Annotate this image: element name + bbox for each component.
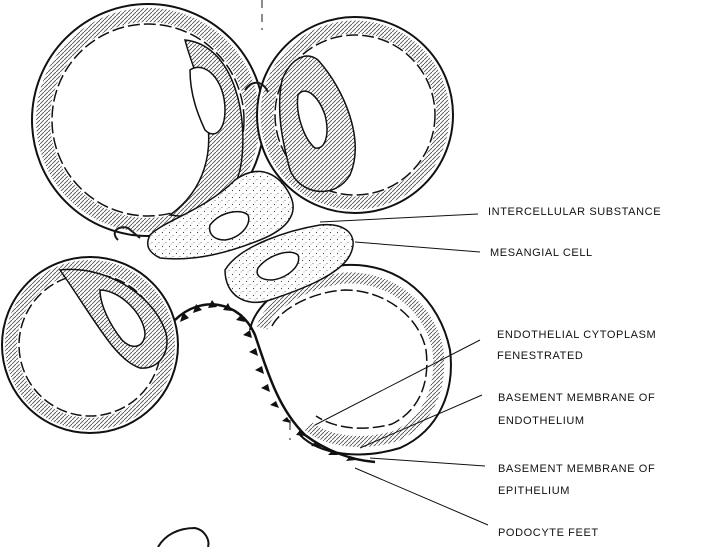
leader-intercellular-substance <box>320 214 478 222</box>
label-endothelial-cytoplasm: ENDOTHELIAL CYTOPLASM <box>497 329 656 341</box>
leader-basement-membrane-epithelium <box>370 458 485 466</box>
leader-mesangial-cell <box>355 242 480 252</box>
capillary-loop-bottom-left <box>2 257 178 433</box>
label-fenestrated: FENESTRATED <box>497 350 583 362</box>
label-intercellular-substance: INTERCELLULAR SUBSTANCE <box>488 206 661 218</box>
capillary-loop-top-right <box>257 17 453 213</box>
label-mesangial-cell: MESANGIAL CELL <box>490 247 593 259</box>
label-basement-membrane-endothelium-2: ENDOTHELIUM <box>498 415 585 427</box>
label-basement-membrane-epithelium-1: BASEMENT MEMBRANE OF <box>498 463 655 475</box>
capillary-loop-bottom-edge <box>158 528 208 547</box>
leader-podocyte-feet <box>355 468 488 525</box>
label-basement-membrane-epithelium-2: EPITHELIUM <box>498 485 570 497</box>
label-basement-membrane-endothelium-1: BASEMENT MEMBRANE OF <box>498 392 655 404</box>
label-podocyte-feet: PODOCYTE FEET <box>498 527 599 539</box>
